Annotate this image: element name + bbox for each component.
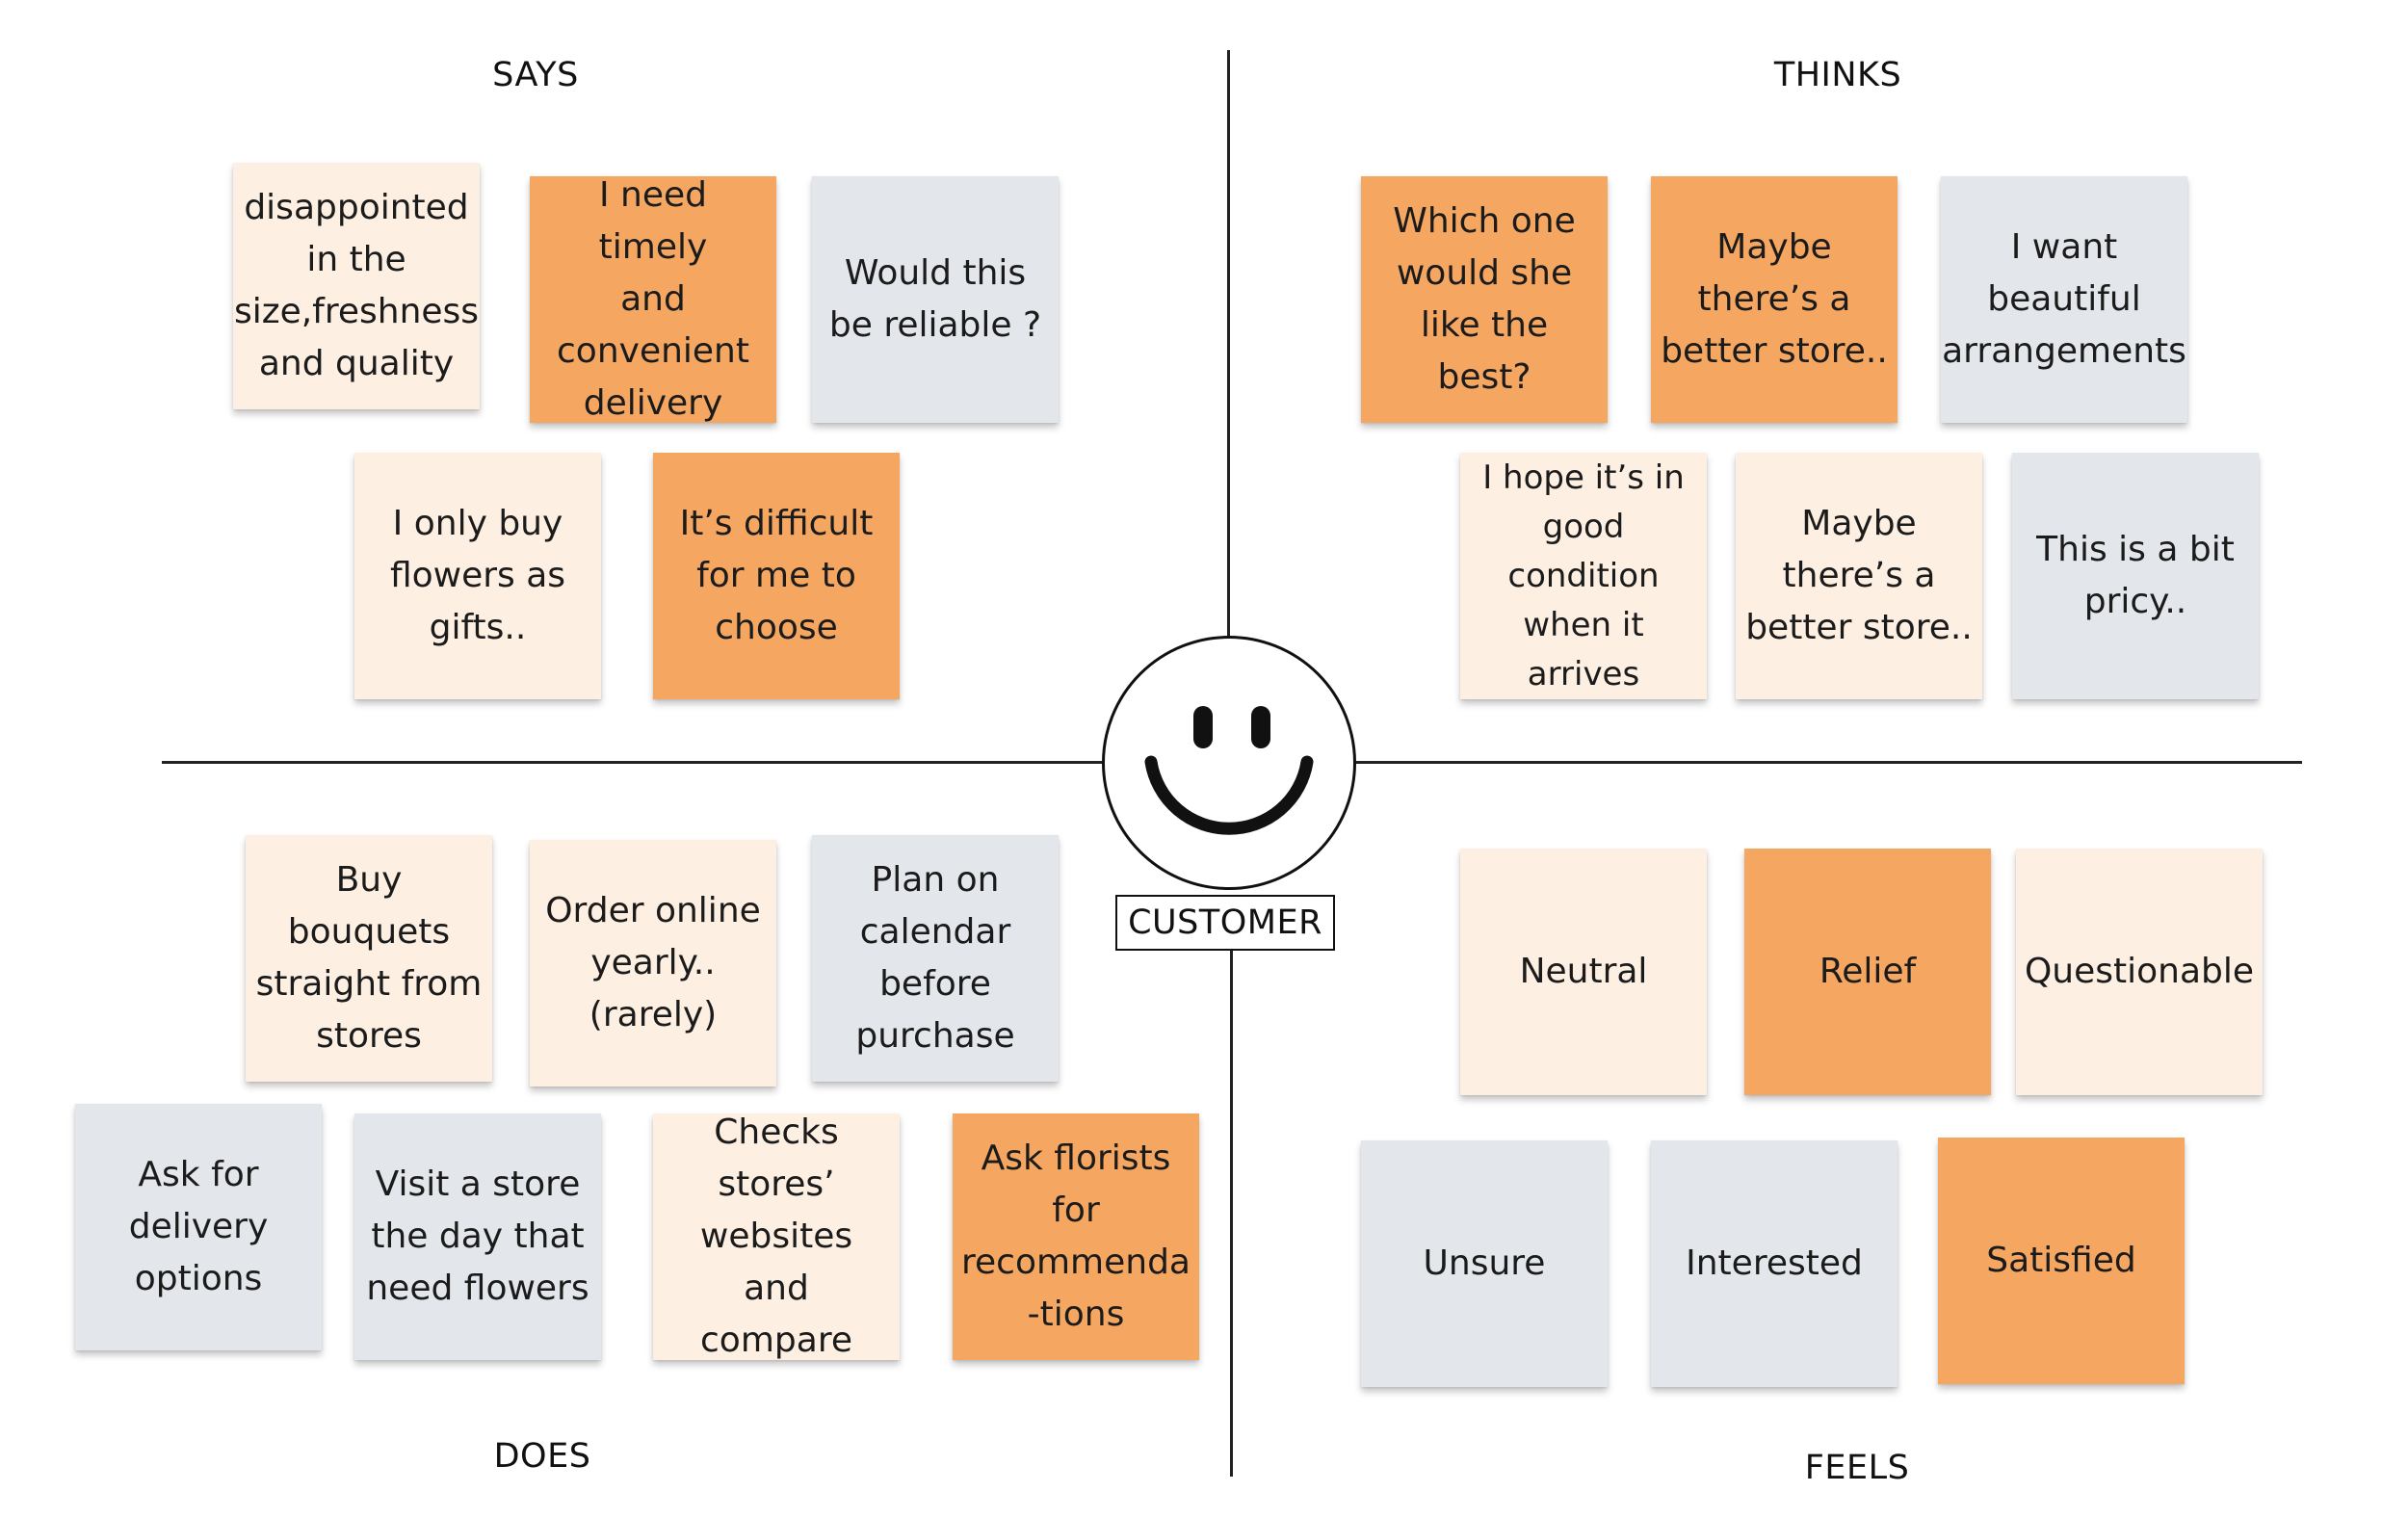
sticky-note: Order online yearly.. (rarely) xyxy=(530,840,776,1086)
sticky-note-text: Buy bouquets straight from stores xyxy=(255,860,483,1056)
sticky-note-text: Order online yearly.. (rarely) xyxy=(545,891,761,1034)
sticky-note: disappointed in the size,freshness and q… xyxy=(233,163,480,409)
sticky-note-text: I want beautiful arrangements xyxy=(1942,227,2186,371)
sticky-note-text: It’s difficult for me to choose xyxy=(679,504,874,647)
sticky-note-text: Neutral xyxy=(1519,952,1648,991)
sticky-note: Visit a store the day that need flowers xyxy=(354,1113,601,1360)
sticky-note: It’s difficult for me to choose xyxy=(653,453,900,699)
sticky-note-text: I hope it’s in good condition when it ar… xyxy=(1482,458,1685,694)
sticky-note: Plan on calendar before purchase xyxy=(812,835,1059,1082)
sticky-note-text: Ask for delivery options xyxy=(128,1155,269,1298)
sticky-note: Neutral xyxy=(1460,849,1707,1095)
sticky-note-text: Visit a store the day that need flowers xyxy=(366,1165,589,1308)
sticky-note: I want beautiful arrangements xyxy=(1941,176,2187,423)
horizontal-axis-left xyxy=(162,761,1102,764)
vertical-axis-bottom xyxy=(1230,951,1233,1477)
customer-label: CUSTOMER xyxy=(1115,895,1335,951)
sticky-note: Satisfied xyxy=(1938,1138,2185,1384)
horizontal-axis-right xyxy=(1356,761,2302,764)
sticky-note-text: Ask florists for recommenda -tions xyxy=(961,1138,1191,1334)
quadrant-label-feels: FEELS xyxy=(1804,1449,1910,1487)
sticky-note: I need timely and convenient delivery xyxy=(530,175,776,423)
sticky-note-text: Satisfied xyxy=(1986,1241,2136,1280)
sticky-note-text: Unsure xyxy=(1423,1243,1546,1283)
sticky-note-text: I only buy flowers as gifts.. xyxy=(389,504,566,647)
smiley-right-eye xyxy=(1251,706,1270,748)
smiley-face-icon xyxy=(1102,636,1356,890)
sticky-note-text: disappointed in the size,freshness and q… xyxy=(233,188,480,383)
sticky-note: Checks stores’ websites and compare xyxy=(653,1112,900,1360)
quadrant-label-does: DOES xyxy=(493,1437,591,1476)
sticky-note-text: This is a bit pricy.. xyxy=(2036,530,2235,621)
sticky-note: Would this be reliable ? xyxy=(812,176,1059,423)
sticky-note: Questionable xyxy=(2016,849,2263,1095)
sticky-note: Unsure xyxy=(1361,1140,1608,1387)
sticky-note: Relief xyxy=(1744,849,1991,1095)
sticky-note: I only buy flowers as gifts.. xyxy=(354,453,601,699)
sticky-note-text: Questionable xyxy=(2024,952,2255,991)
sticky-note: I hope it’s in good condition when it ar… xyxy=(1460,453,1707,699)
vertical-axis-top xyxy=(1227,50,1230,636)
sticky-note: Ask florists for recommenda -tions xyxy=(953,1113,1199,1360)
smiley-left-eye xyxy=(1193,706,1213,748)
sticky-note-text: Interested xyxy=(1686,1243,1863,1283)
sticky-note: This is a bit pricy.. xyxy=(2012,453,2259,699)
sticky-note-text: Plan on calendar before purchase xyxy=(855,860,1015,1056)
sticky-note: Which one would she like the best? xyxy=(1361,176,1608,423)
sticky-note: Buy bouquets straight from stores xyxy=(246,835,492,1082)
sticky-note-text: I need timely and convenient delivery xyxy=(557,175,749,423)
sticky-note: Interested xyxy=(1651,1140,1898,1387)
sticky-note: Ask for delivery options xyxy=(75,1104,322,1350)
sticky-note-text: Which one would she like the best? xyxy=(1393,201,1576,397)
sticky-note-text: Checks stores’ websites and compare xyxy=(699,1112,853,1360)
sticky-note-text: Would this be reliable ? xyxy=(828,253,1042,345)
sticky-note: Maybe there’s a better store.. xyxy=(1736,453,1982,699)
sticky-note-text: Maybe there’s a better store.. xyxy=(1745,504,1973,647)
quadrant-label-says: SAYS xyxy=(492,56,579,94)
smiley-mouth xyxy=(1144,755,1314,835)
sticky-note-text: Maybe there’s a better store.. xyxy=(1661,227,1888,371)
sticky-note-text: Relief xyxy=(1819,952,1917,991)
sticky-note: Maybe there’s a better store.. xyxy=(1651,176,1898,423)
quadrant-label-thinks: THINKS xyxy=(1773,56,1902,94)
